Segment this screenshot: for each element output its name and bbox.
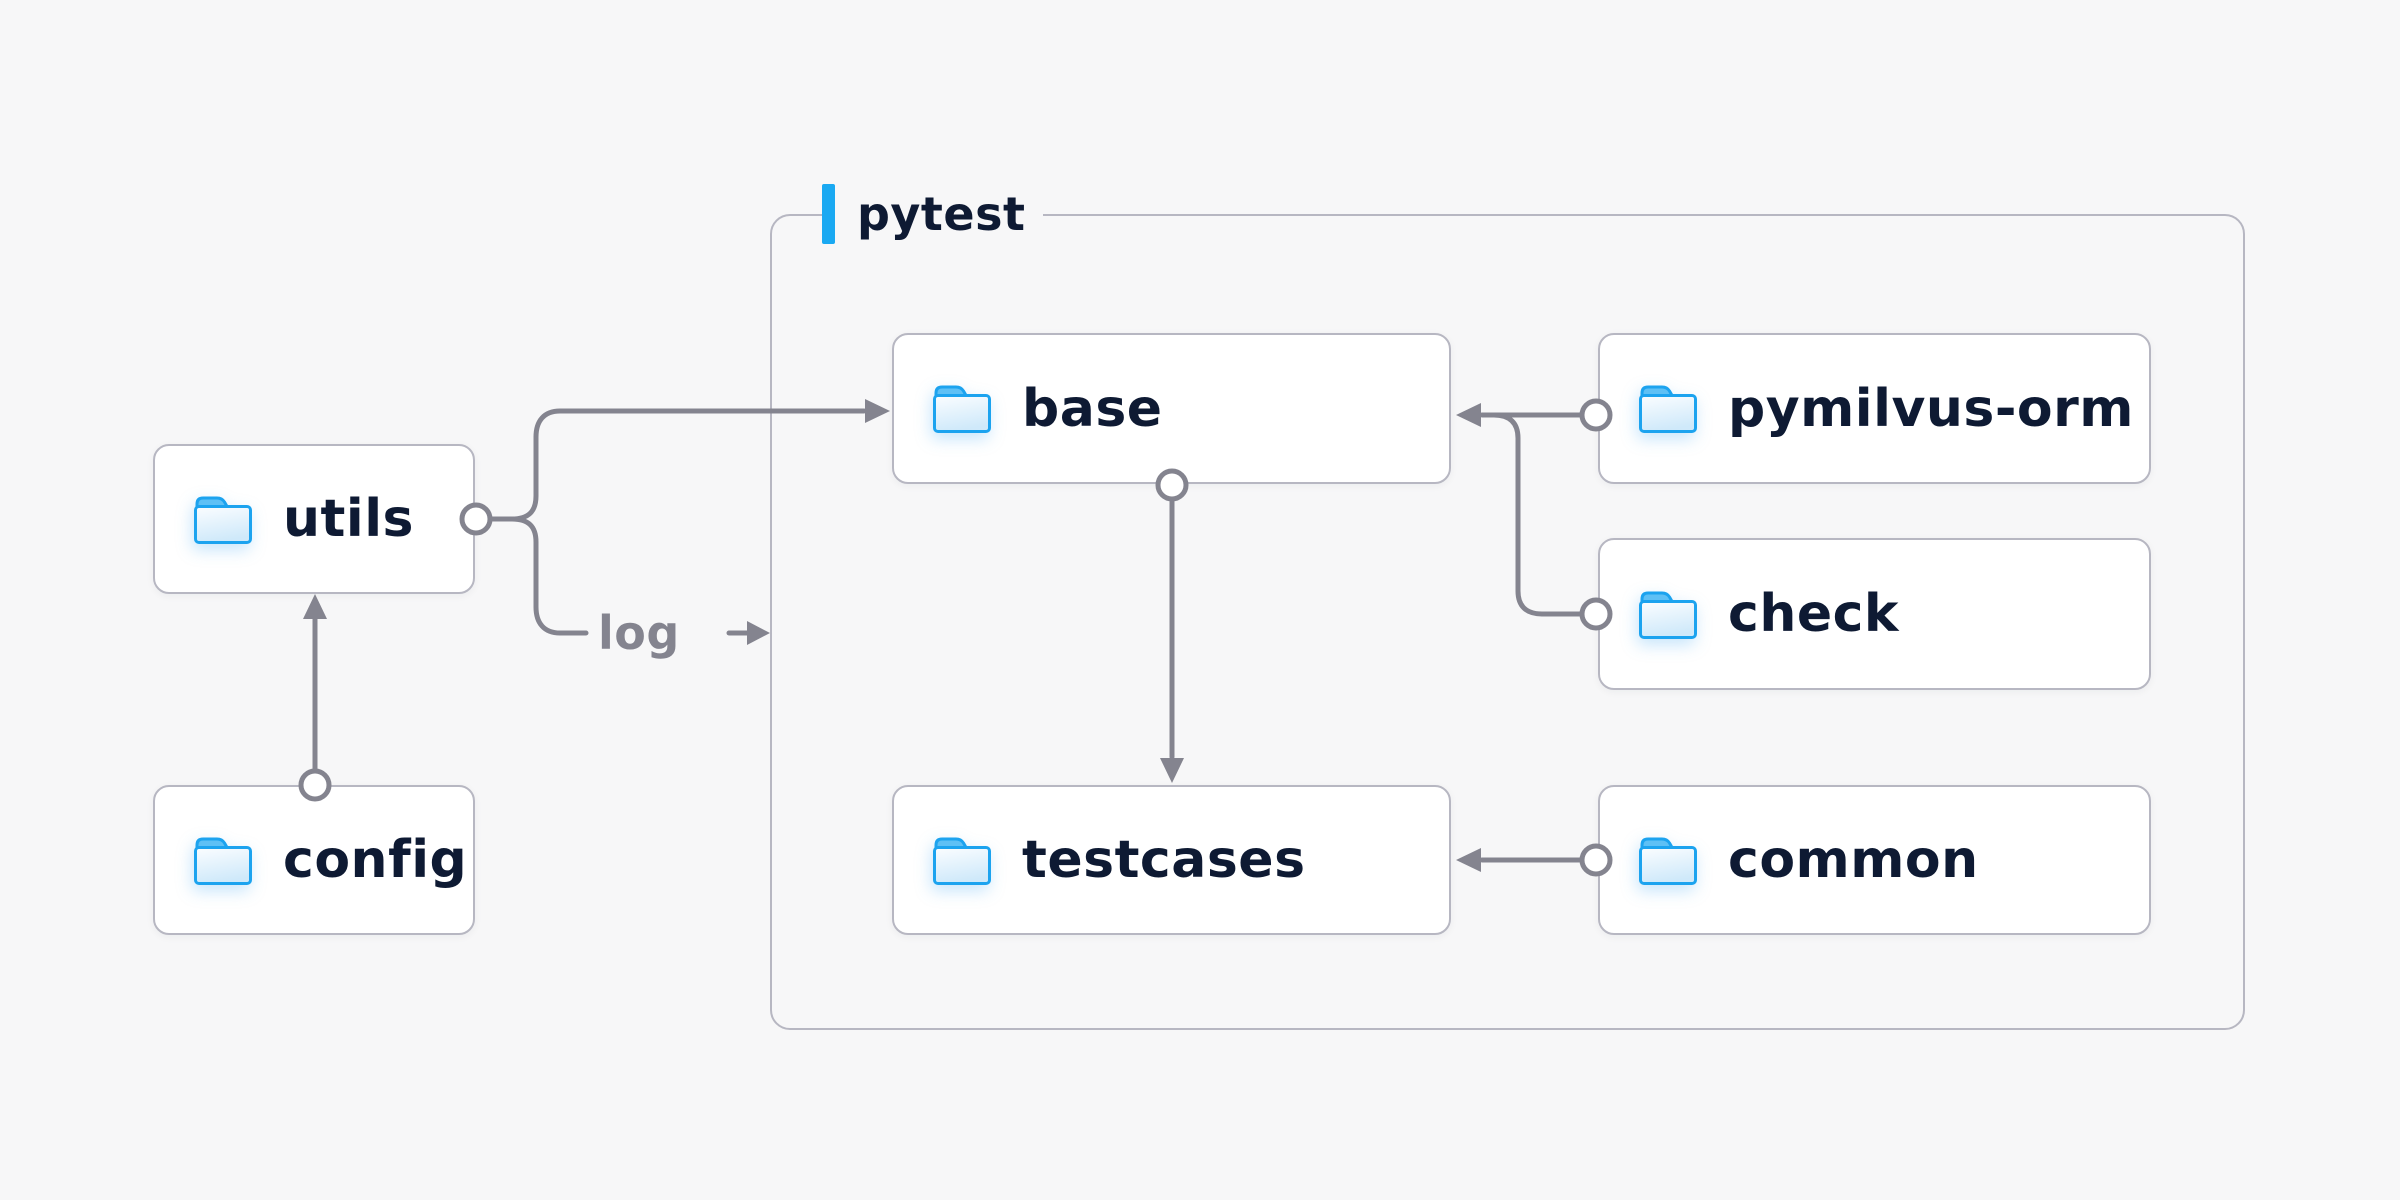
- node-label: check: [1728, 584, 1900, 644]
- folder-icon: [194, 496, 252, 544]
- folder-icon: [1639, 837, 1697, 885]
- edge-arrowhead: [303, 594, 327, 619]
- node-label: config: [283, 830, 468, 890]
- node-check: check: [1598, 538, 2151, 690]
- folder-icon: [1639, 591, 1697, 639]
- folder-icon: [933, 385, 991, 433]
- node-utils: utils: [153, 444, 475, 594]
- folder-icon: [1639, 385, 1697, 433]
- pytest-group-title: pytest: [857, 187, 1026, 241]
- pytest-accent-bar-icon: [822, 184, 835, 244]
- log-edge-label: log: [598, 606, 680, 660]
- edge-config-to-utils: [298, 594, 332, 802]
- node-pymilvus-orm: pymilvus-orm: [1598, 333, 2151, 484]
- node-testcases: testcases: [892, 785, 1451, 935]
- pytest-group-container: [770, 214, 2245, 1030]
- node-label: common: [1728, 830, 1979, 890]
- node-label: utils: [283, 489, 414, 549]
- node-label: pymilvus-orm: [1728, 378, 2134, 439]
- folder-icon: [933, 837, 991, 885]
- node-common: common: [1598, 785, 2151, 935]
- folder-icon: [194, 837, 252, 885]
- node-label: testcases: [1022, 830, 1306, 890]
- pytest-group-label: pytest: [822, 183, 1044, 245]
- node-label: base: [1022, 378, 1163, 439]
- node-config: config: [153, 785, 475, 935]
- node-base: base: [892, 333, 1451, 484]
- log-arrow-icon: [747, 621, 770, 645]
